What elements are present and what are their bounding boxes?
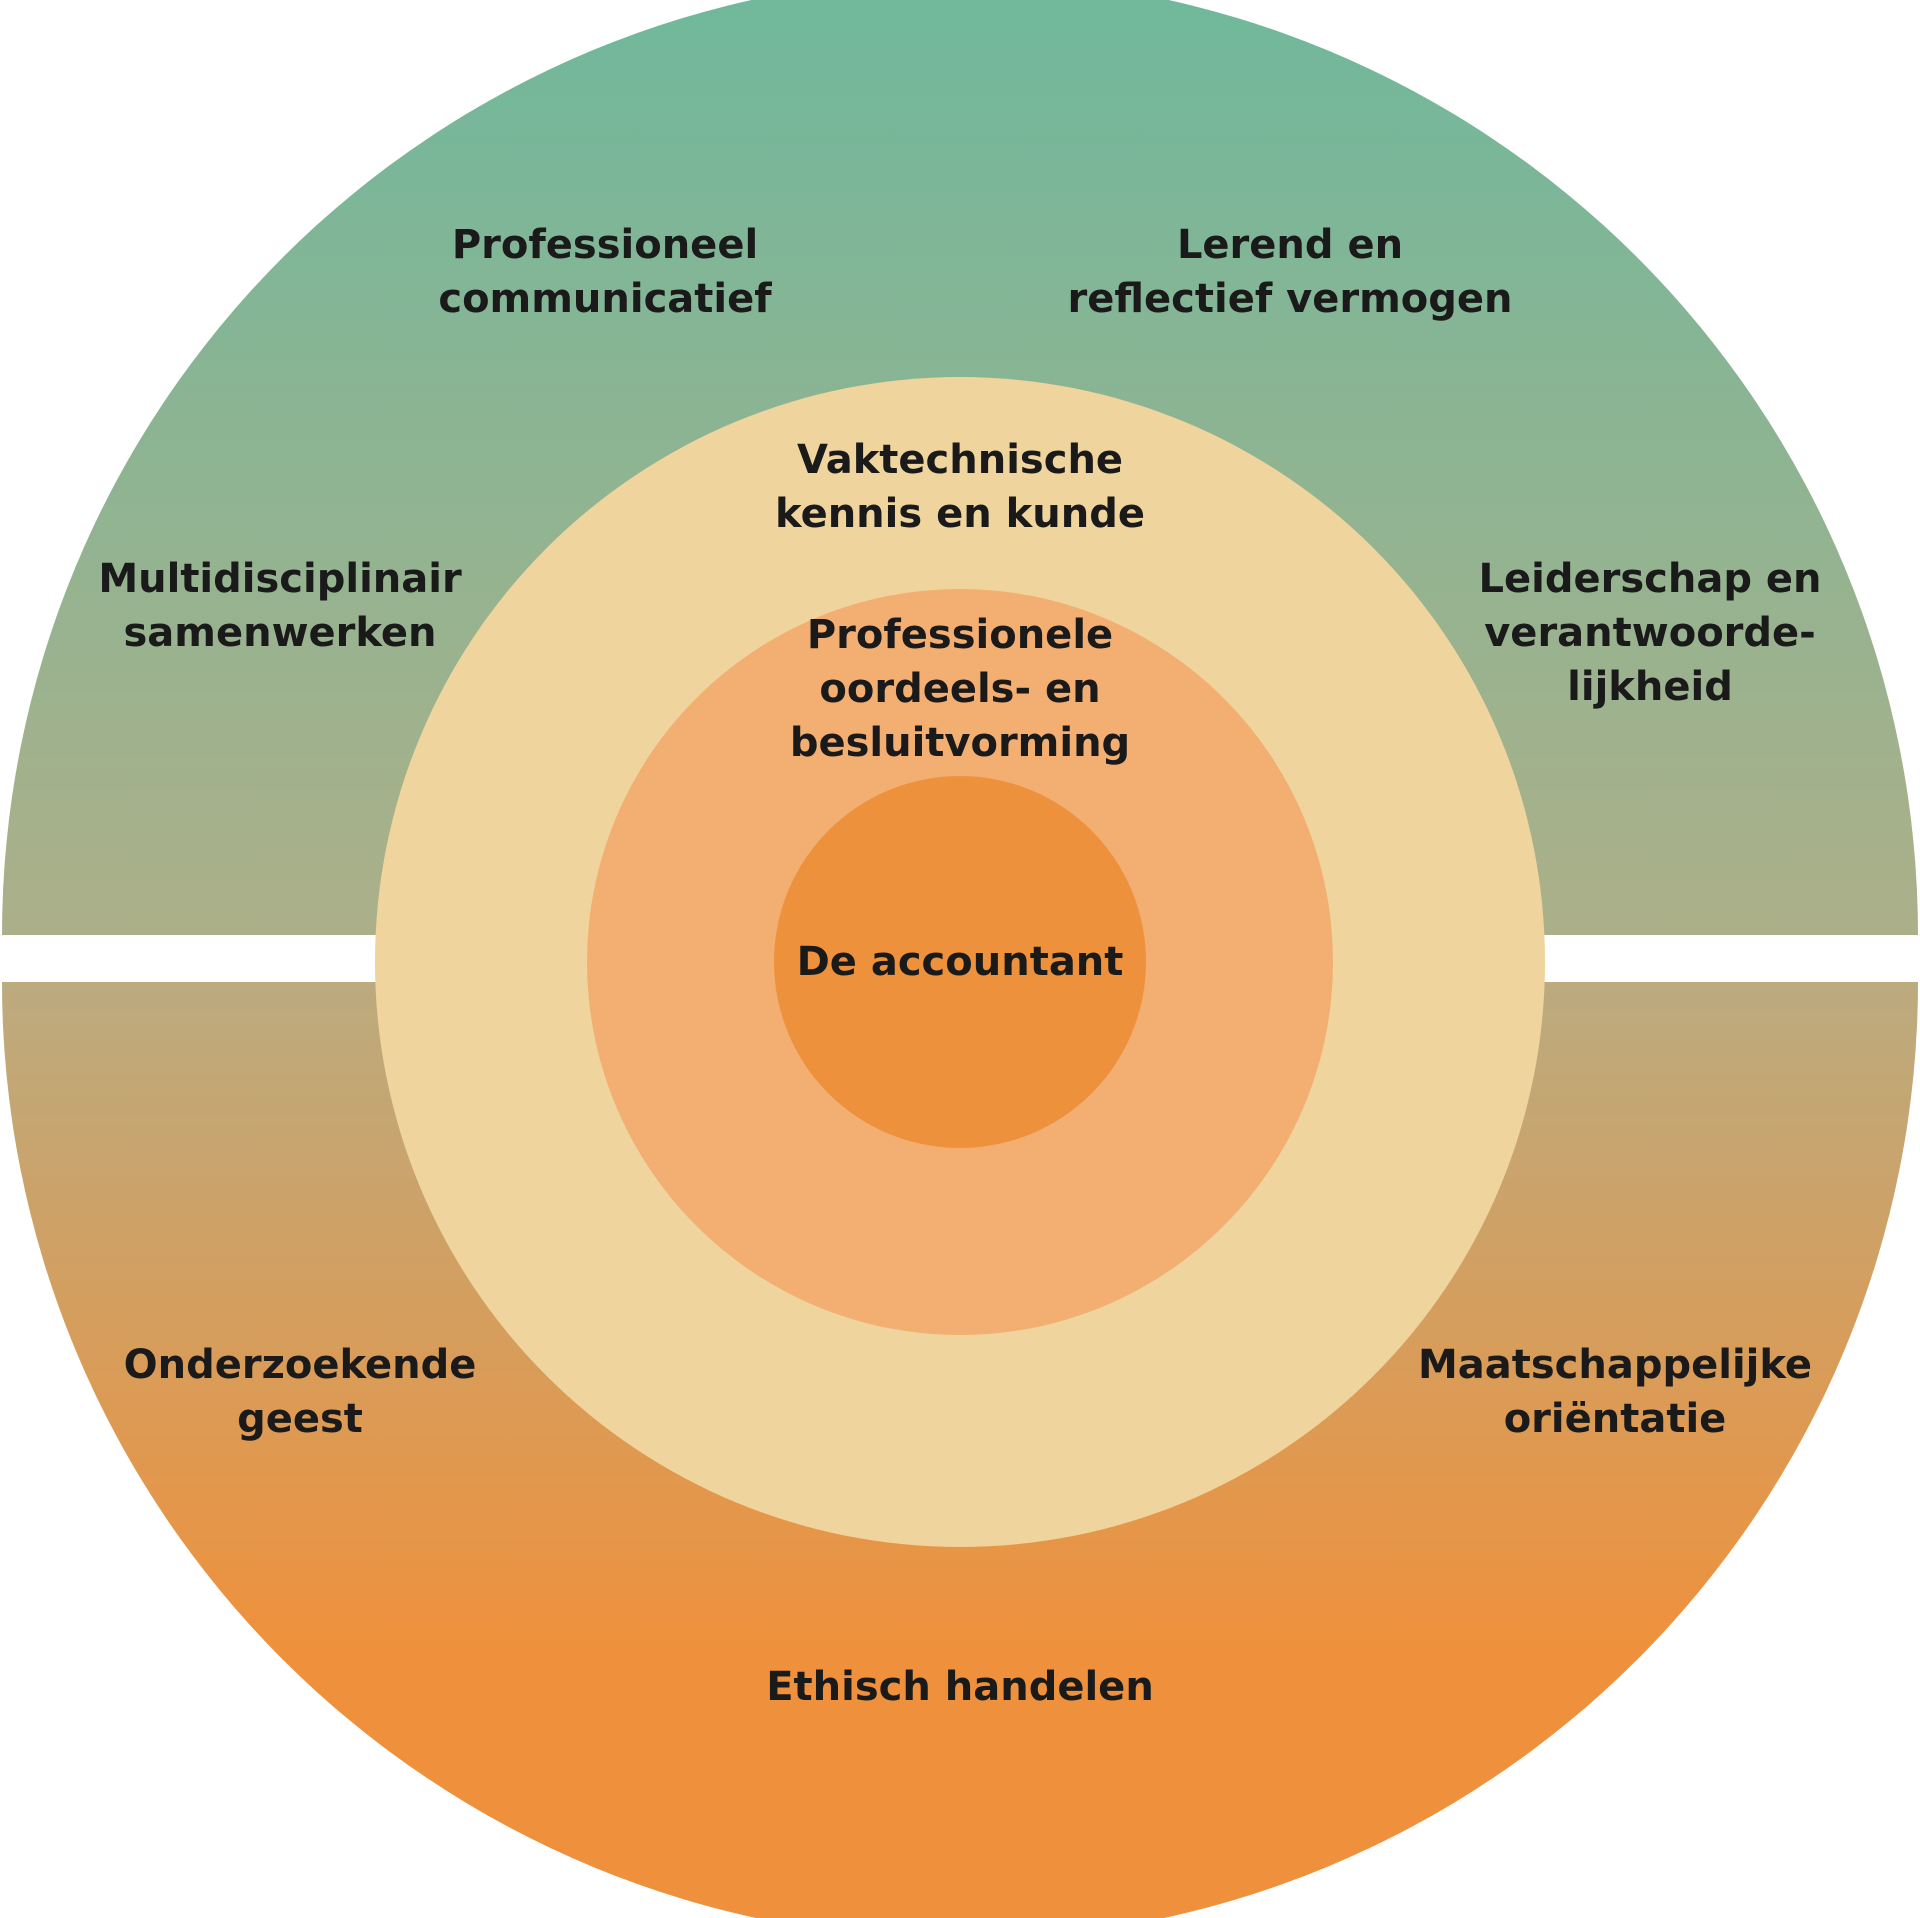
label-de-accountant: De accountant xyxy=(796,939,1124,985)
core-circle xyxy=(774,776,1146,1148)
label-vaktechnische-kennis: Vaktechnische kennis en kunde xyxy=(775,437,1145,537)
label-professioneel-communicatief: Professioneel communicatief xyxy=(438,222,772,322)
label-maatschappelijke-orientatie: Maatschappelijke oriëntatie xyxy=(1417,1342,1813,1442)
label-ethisch-handelen: Ethisch handelen xyxy=(766,1664,1154,1710)
label-professionele-oordeelsvorming: Professionele oordeels- en besluitvormin… xyxy=(789,612,1131,766)
label-lerend-reflectief: Lerend en reflectief vermogen xyxy=(1067,222,1513,322)
label-onderzoekende-geest: Onderzoekende geest xyxy=(123,1342,477,1442)
label-leiderschap-verantwoordelijkheid: Leiderschap en verantwoorde- lijkheid xyxy=(1478,556,1822,710)
label-multidisciplinair-samenwerken: Multidisciplinair samenwerken xyxy=(98,556,462,656)
